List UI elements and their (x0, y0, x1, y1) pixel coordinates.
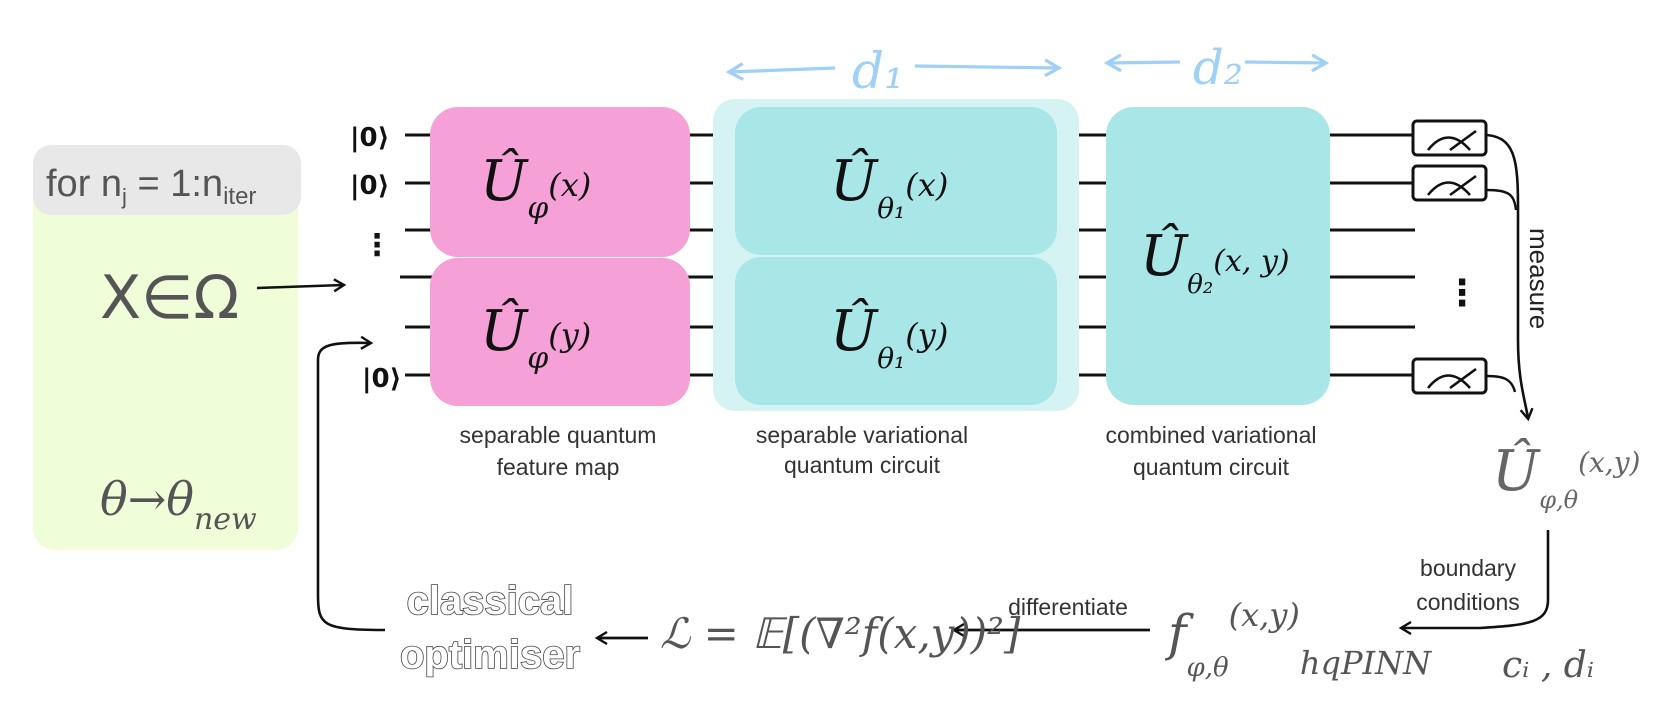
caption-feature-map-line2: feature map (497, 454, 620, 480)
variational-block-y (735, 257, 1057, 405)
meter-icon (1426, 181, 1471, 196)
combined-op: Ûθ₂(x, y) (1140, 222, 1290, 300)
variational-op-y: Ûθ₁(y) (830, 297, 948, 375)
x-domain-label: X∈Ω (100, 263, 239, 333)
meter-needle-icon (1449, 367, 1477, 390)
measure-gate (1411, 164, 1488, 202)
combined-variational-block (1106, 107, 1330, 405)
depth-arrow-right (1244, 62, 1325, 63)
measure-gate (1411, 357, 1488, 395)
result-unitary: Ûφ,θ(x,y) (1492, 437, 1640, 514)
input-states: |0⟩ |0⟩ ⋮ |0⟩ (350, 123, 401, 394)
variational-block-x (735, 107, 1057, 255)
coefficients-label: cᵢ , dᵢ (1502, 645, 1594, 686)
meter-icon (1426, 136, 1471, 151)
measure-gate (1411, 119, 1488, 157)
measure-arrow (1486, 133, 1528, 418)
ket-zero: |0⟩ (350, 171, 389, 201)
meter-icon (1426, 374, 1471, 389)
optimiser-label-line1: classical (407, 579, 574, 623)
caption-separable-line1: separable variational (756, 422, 968, 448)
depth-arrow-left (730, 68, 836, 72)
separable-variational-group: Ûθ₁(x) Ûθ₁(y) (713, 99, 1079, 411)
measurement-gates: ⋮ (1411, 119, 1488, 395)
feature-map-op-x: Ûφ(x) (480, 147, 591, 226)
meter-needle-icon (1449, 129, 1477, 152)
caption-combined-line2: quantum circuit (1133, 454, 1290, 480)
depth-d1: d₁ (730, 42, 1058, 100)
feature-map-group: Ûφ(x) Ûφ(y) (430, 107, 690, 406)
combined-variational-group: Ûθ₂(x, y) (1106, 107, 1330, 405)
ellipsis-dots: ⋮ (362, 228, 392, 263)
loop-title: for nj = 1:niter (46, 163, 256, 210)
differentiate-label: differentiate (1008, 594, 1128, 620)
loop-panel: for nj = 1:niter X∈Ω θ→θnew (33, 145, 301, 550)
meter-needle-icon (1449, 174, 1477, 197)
input-arrow (256, 285, 343, 288)
loop-panel-body (33, 148, 298, 550)
depth-label-d1: d₁ (852, 42, 904, 100)
captions: separable quantum feature map separable … (460, 422, 1317, 480)
depth-arrow-left (1108, 62, 1181, 63)
measure-join (1486, 188, 1518, 211)
feedback-arrow (316, 343, 386, 632)
feature-map-op-y: Ûφ(y) (480, 297, 591, 376)
ket-zero: |0⟩ (362, 364, 401, 394)
optimiser-label-line2: optimiser (400, 633, 580, 677)
caption-combined-line1: combined variational (1106, 422, 1317, 448)
measure-ellipsis: ⋮ (1444, 273, 1480, 314)
caption-separable-line2: quantum circuit (784, 452, 941, 478)
feature-map-block-x (430, 107, 690, 257)
boundary-label-line1: boundary (1420, 555, 1516, 581)
depth-arrow-right (914, 66, 1058, 68)
variational-op-x: Ûθ₁(x) (830, 147, 948, 225)
depth-label-d2: d₂ (1193, 40, 1243, 96)
loop-header (33, 145, 301, 215)
measure-join (1486, 374, 1517, 393)
theta-update-label: θ→θnew (100, 472, 257, 537)
boundary-label-line2: conditions (1416, 589, 1520, 615)
caption-feature-map-line1: separable quantum (460, 422, 657, 448)
boundary-arrow (1402, 530, 1550, 628)
ket-zero: |0⟩ (350, 123, 389, 153)
measure-label: measure (1524, 228, 1554, 329)
depth-d2: d₂ (1108, 40, 1325, 96)
feature-map-block-y (430, 258, 690, 406)
hqpinn-function: fφ,θ(x,y)hqPINN (1164, 596, 1432, 683)
loss-function: ℒ = 𝔼[(∇²f(x,y))²] (660, 609, 1021, 658)
